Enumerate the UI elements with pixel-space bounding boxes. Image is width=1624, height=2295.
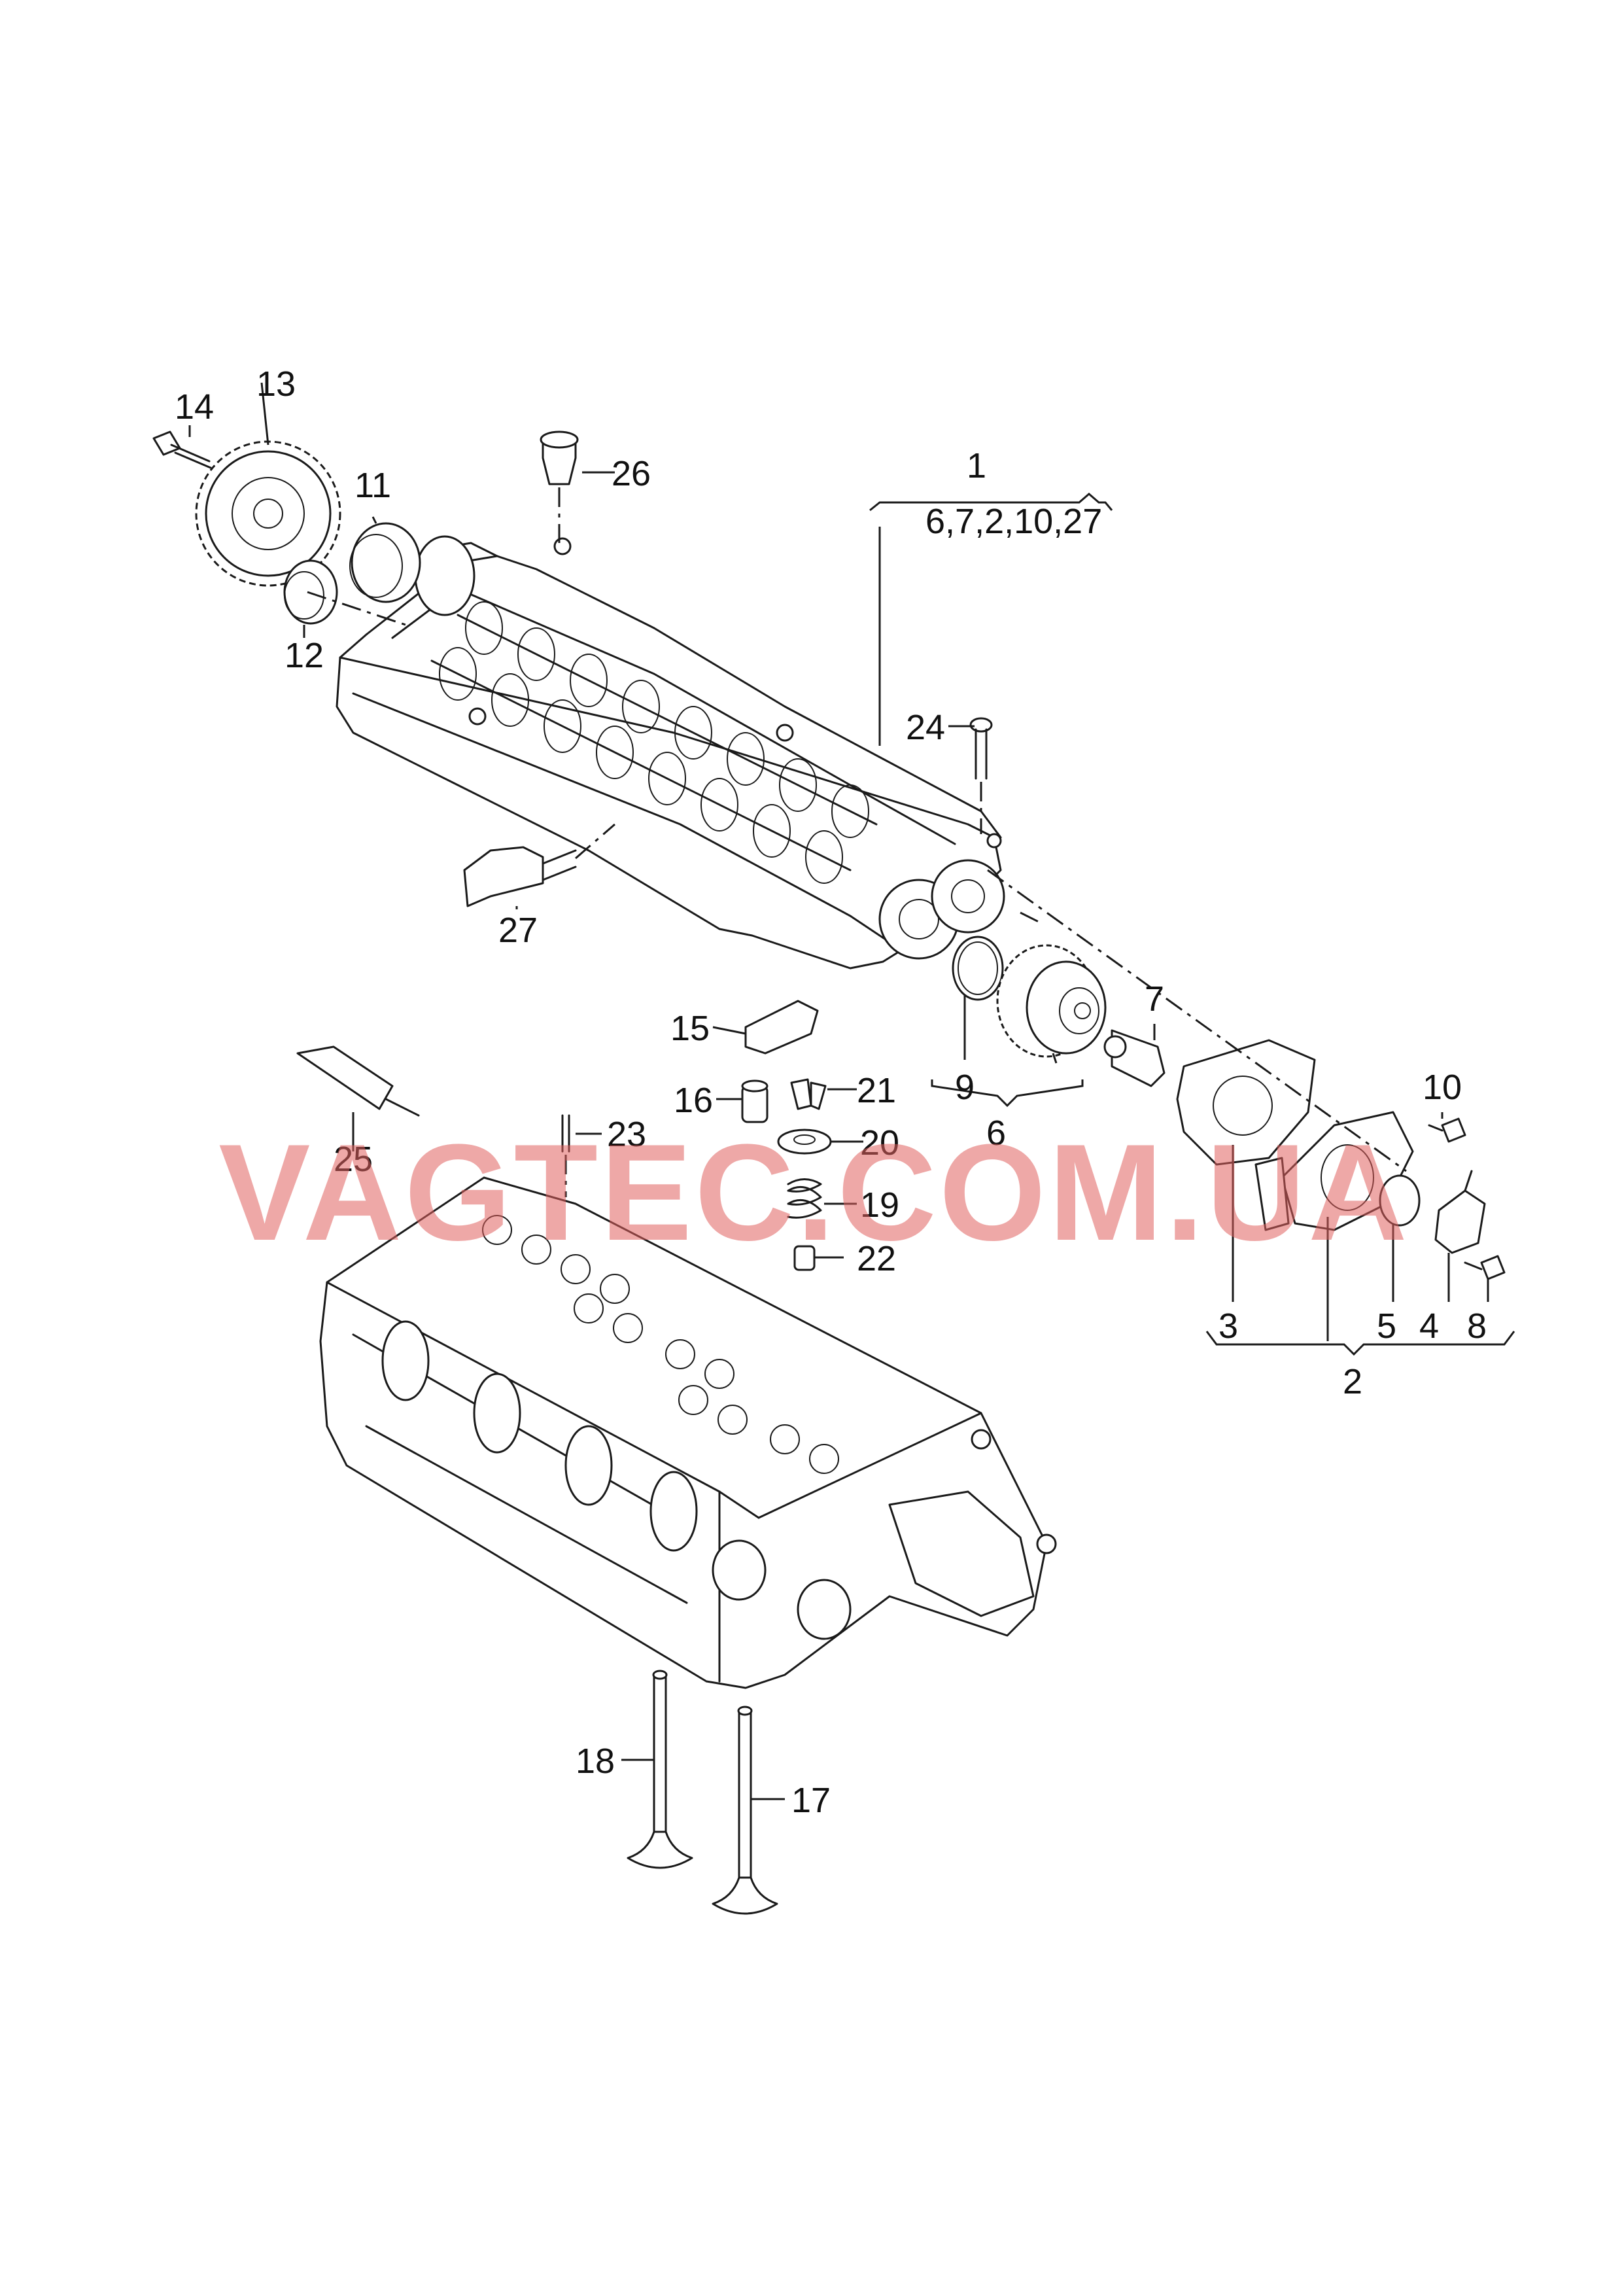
label-24: 24 [906, 708, 945, 747]
label-19: 19 [860, 1185, 899, 1225]
label-18: 18 [576, 1742, 615, 1781]
camshaft-housing [336, 535, 1005, 970]
control-valve [1103, 1029, 1166, 1087]
label-20: 20 [860, 1123, 899, 1163]
housing-bolt [969, 717, 993, 834]
label-10: 10 [1423, 1068, 1462, 1107]
label-6: 6 [986, 1113, 1006, 1153]
label-2: 2 [1343, 1362, 1362, 1401]
cover [1434, 1170, 1486, 1254]
bolt-10 [1428, 1117, 1466, 1143]
intake-valve [712, 1706, 778, 1915]
label-3: 3 [1218, 1306, 1238, 1346]
vacuum-pump-gasket [1176, 1039, 1316, 1166]
label-13: 13 [256, 364, 296, 404]
o-ring-5 [1379, 1174, 1421, 1227]
label-8: 8 [1467, 1306, 1487, 1346]
label-12: 12 [285, 636, 324, 675]
part-labels: 1 6,7,2,10,27 2 3 4 5 6 7 8 9 10 11 12 1… [175, 364, 1487, 1820]
label-21: 21 [857, 1071, 896, 1110]
valve-spring [787, 1178, 822, 1219]
dowel-pin [561, 1114, 570, 1197]
label-16: 16 [674, 1081, 713, 1120]
watermark-text: VAGTEC.COM.UA [218, 1115, 1409, 1269]
valve-cotter [790, 1078, 827, 1110]
camshaft-sprocket [195, 440, 341, 587]
bolt-8 [1464, 1255, 1506, 1280]
sealing-plug [540, 430, 579, 543]
oil-seal-11 [349, 522, 421, 603]
camshaft-adjuster [996, 944, 1107, 1058]
label-25: 25 [334, 1140, 373, 1179]
sealant-tube [296, 1045, 420, 1117]
label-27: 27 [498, 911, 538, 950]
label-23: 23 [607, 1115, 646, 1154]
label-17: 17 [791, 1781, 831, 1820]
oil-seal-12 [283, 559, 338, 625]
label-22: 22 [857, 1239, 896, 1278]
label-9: 9 [955, 1068, 975, 1107]
leader-lines [188, 382, 1515, 1800]
o-ring-9 [952, 936, 1004, 1001]
label-4: 4 [1419, 1306, 1439, 1346]
exhaust-valve [627, 1670, 693, 1869]
label-11: 11 [354, 466, 391, 505]
label-1: 1 [967, 446, 986, 485]
label-1-subparts: 6,7,2,10,27 [925, 502, 1102, 541]
sprocket-bolt [152, 430, 212, 469]
label-14: 14 [175, 387, 214, 427]
sender [463, 823, 615, 907]
label-5: 5 [1377, 1306, 1396, 1346]
label-26: 26 [612, 454, 651, 493]
hydraulic-tappet [741, 1079, 769, 1123]
cylinder-head [319, 1176, 1057, 1689]
label-7: 7 [1145, 979, 1164, 1019]
label-15: 15 [670, 1009, 710, 1048]
roller-rocker [744, 1000, 819, 1055]
